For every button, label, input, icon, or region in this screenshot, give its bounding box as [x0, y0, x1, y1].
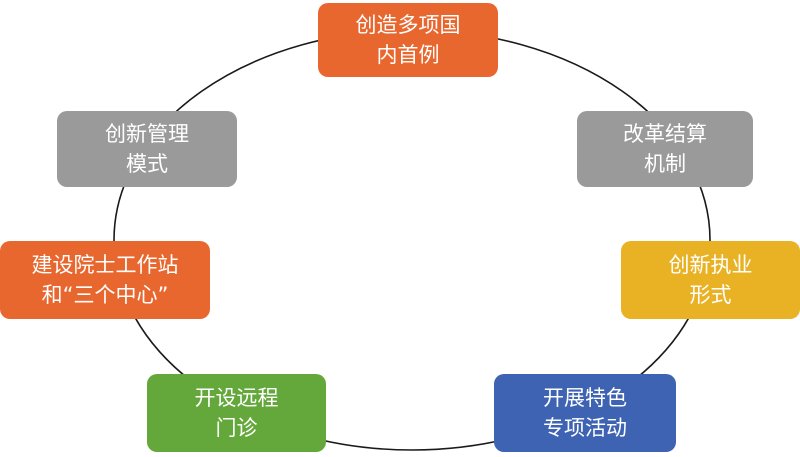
node-label-line-2: 形式	[689, 283, 732, 307]
node-academician-workstation: 建设院士工作站 和“三个中心”	[0, 241, 210, 319]
node-management-mode: 创新管理 模式	[57, 111, 237, 187]
node-label-line-2: 门诊	[215, 416, 258, 440]
node-label-line-2: 和“三个中心”	[41, 283, 169, 307]
node-label-line-1: 创新执业	[668, 253, 753, 277]
node-label-line-2: 专项活动	[543, 416, 627, 440]
node-label-line-2: 内首例	[376, 43, 440, 67]
node-label-line-1: 开设远程	[194, 386, 279, 410]
node-label-line-1: 开展特色	[543, 386, 627, 410]
node-first-domestic-cases: 创造多项国 内首例	[318, 3, 498, 77]
node-label-line-2: 模式	[126, 152, 168, 176]
node-label-line-1: 创造多项国	[355, 13, 461, 37]
node-label-line-1: 创新管理	[105, 122, 189, 146]
node-remote-clinic: 开设远程 门诊	[147, 374, 326, 452]
node-label-line-1: 建设院士工作站	[31, 253, 179, 277]
node-label-line-1: 改革结算	[623, 122, 707, 146]
node-special-activities: 开展特色 专项活动	[494, 374, 676, 452]
node-practice-form: 创新执业 形式	[621, 241, 800, 319]
node-settlement-reform: 改革结算 机制	[577, 111, 753, 187]
node-label-line-2: 机制	[644, 152, 686, 176]
